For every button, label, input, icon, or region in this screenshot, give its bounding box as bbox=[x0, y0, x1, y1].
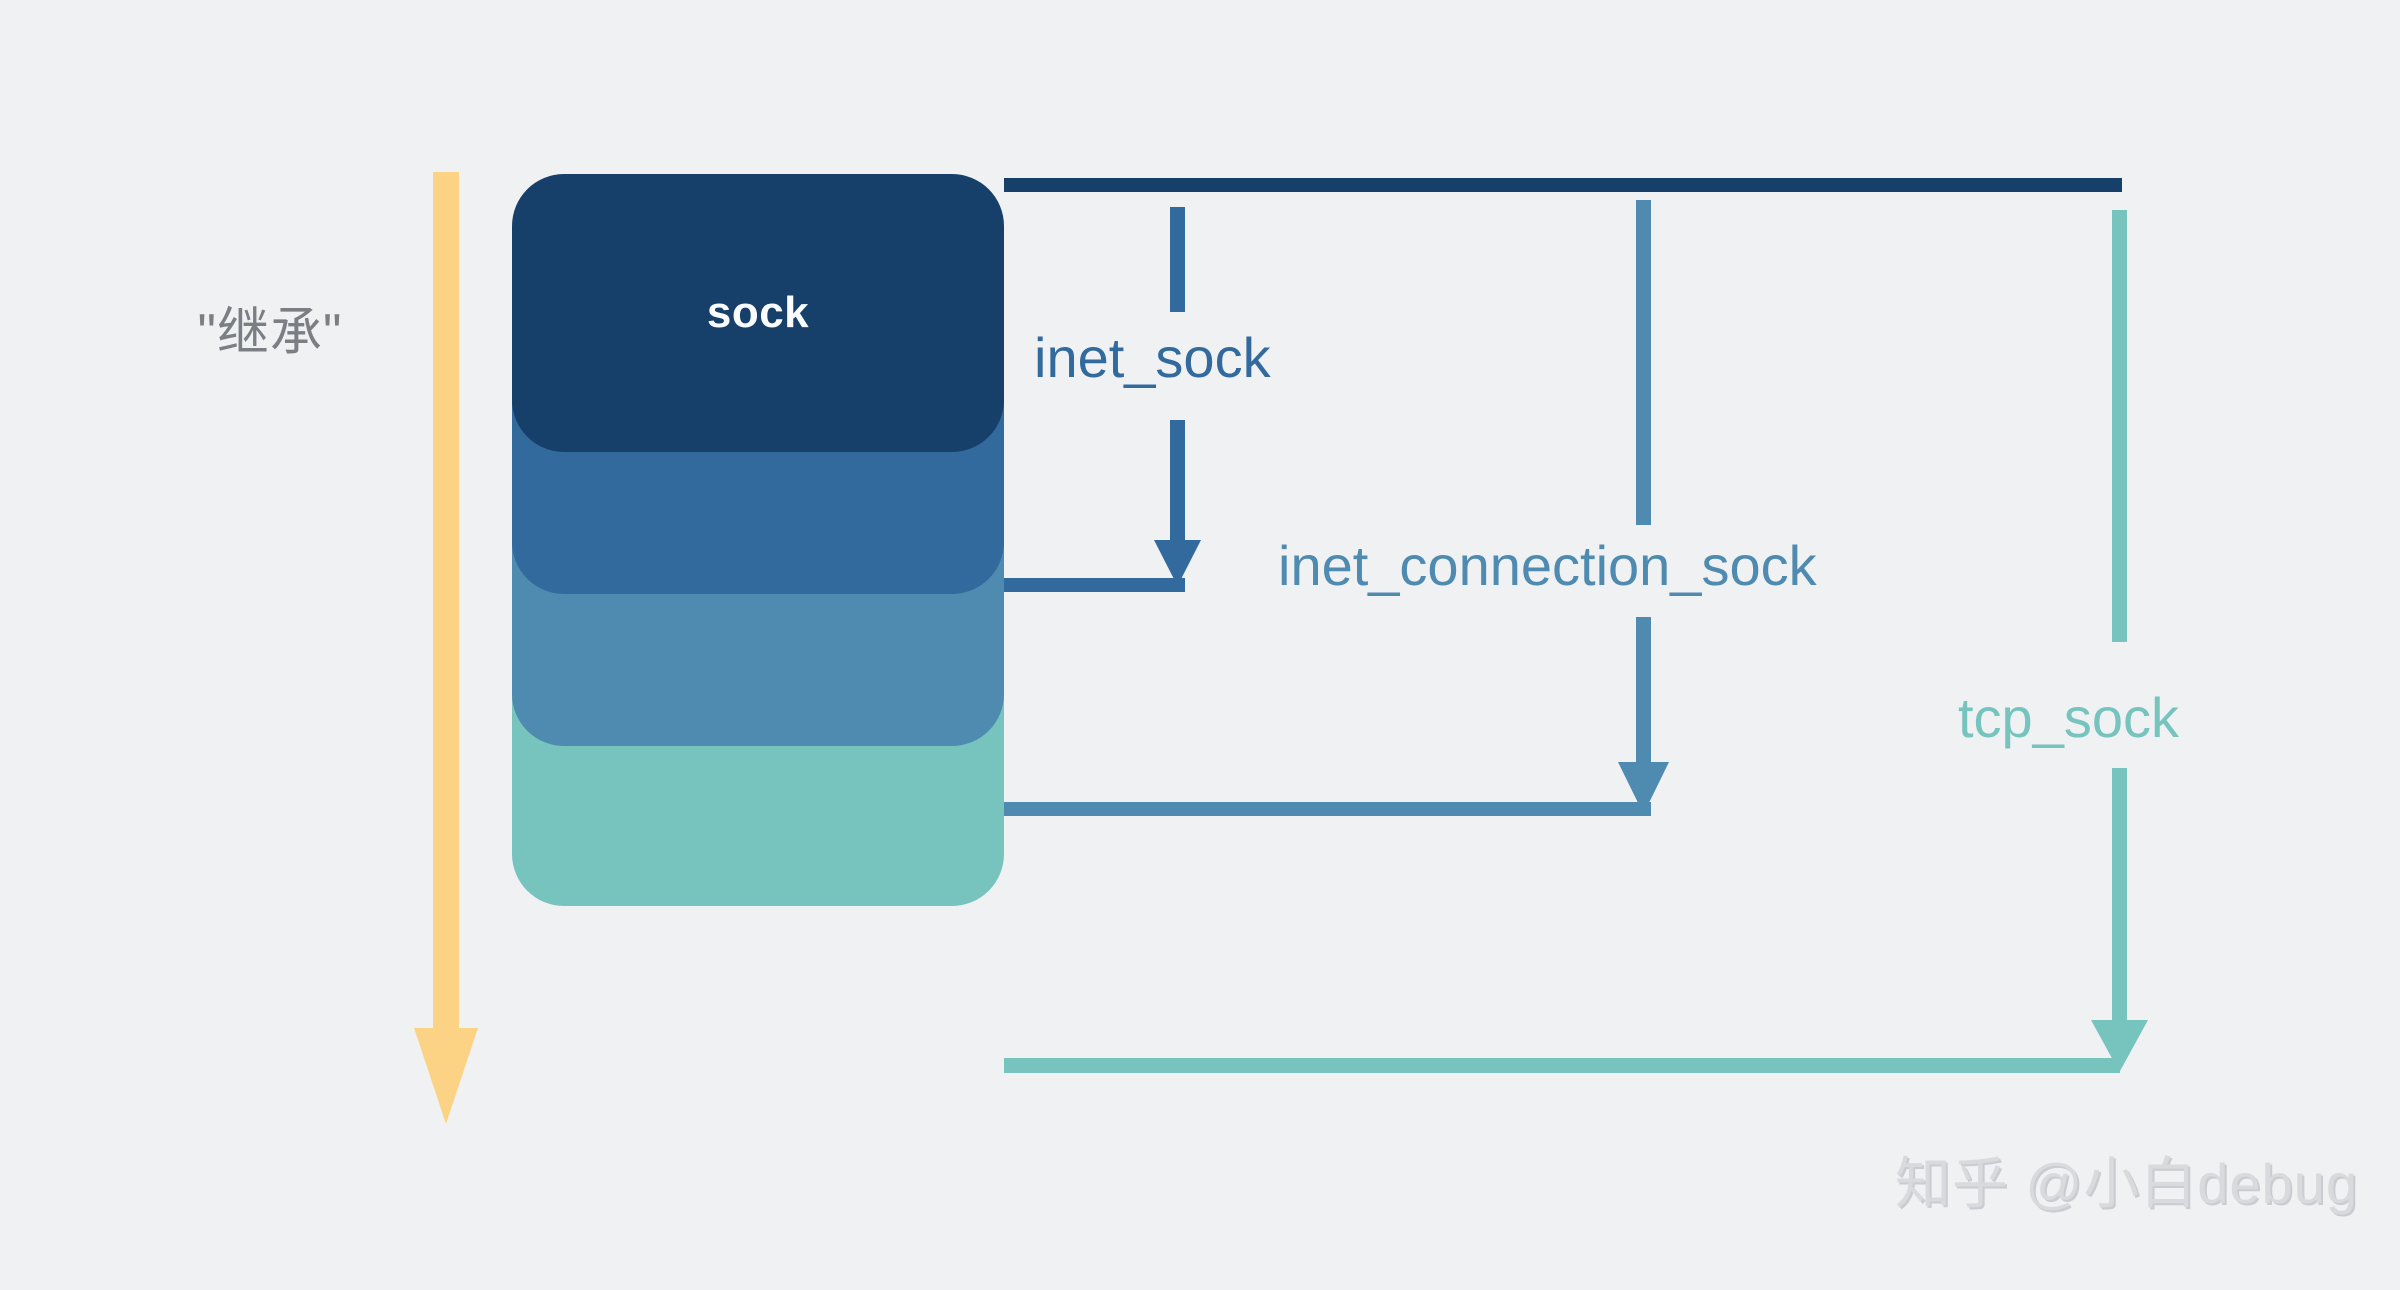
stack-layer-sock bbox=[512, 174, 1004, 452]
connector-sock bbox=[1004, 178, 2122, 192]
edge-label-inet-sock: inet_sock bbox=[1034, 326, 1271, 389]
edge-label-tcp-sock: tcp_sock bbox=[1958, 686, 2179, 749]
inheritance-direction-arrow bbox=[414, 172, 478, 1124]
inheritance-caption: "继承" bbox=[197, 304, 343, 362]
edge-label-inet-connection-sock: inet_connection_sock bbox=[1278, 534, 1817, 597]
yellow-arrow-icon bbox=[414, 172, 478, 1124]
sock-box-label: sock bbox=[706, 288, 810, 337]
connector-inet-connection-sock bbox=[1004, 200, 1669, 816]
watermark: 知乎 @小白debug bbox=[1894, 1152, 2358, 1215]
sock-layer-stack: sock bbox=[512, 174, 1004, 906]
connector-inet-sock bbox=[1004, 207, 1201, 592]
